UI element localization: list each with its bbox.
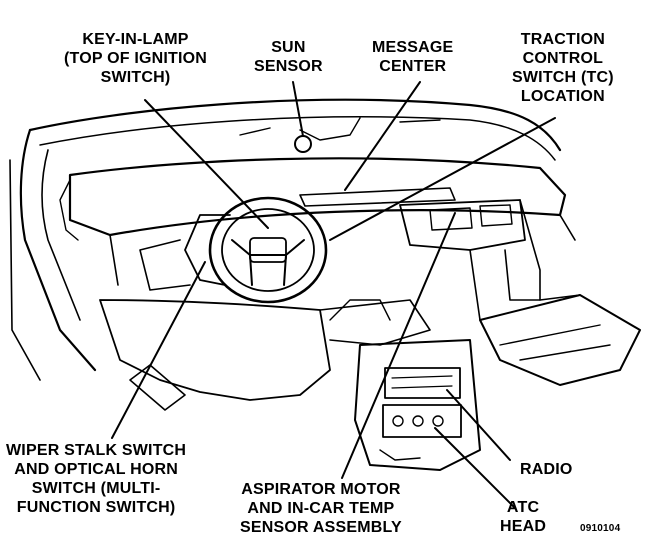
radio-label: RADIO (520, 461, 573, 478)
a-pillar (19, 128, 97, 372)
steering-wheel (208, 196, 328, 304)
aspirator-motor-label: ASPIRATOR MOTOR AND IN-CAR TEMP SENSOR A… (240, 481, 402, 536)
key-in-lamp-label: KEY-IN-LAMP (TOP OF IGNITION SWITCH) (64, 31, 208, 86)
atc-head-unit (382, 404, 462, 438)
center-console (354, 339, 481, 471)
figure-number: 0910104 (580, 523, 621, 534)
sun-sensor-label: SUN SENSOR (254, 39, 323, 75)
sun-sensor-marker (294, 135, 312, 153)
leader-lines (111, 81, 556, 509)
windshield-outline (28, 98, 562, 152)
atc-head-label: ATC HEAD (500, 499, 547, 535)
message-center-panel (299, 187, 456, 207)
lower-dash (99, 299, 331, 401)
message-center-label: MESSAGE CENTER (372, 39, 454, 75)
radio-unit (384, 367, 461, 399)
glove-box (479, 294, 641, 386)
traction-control-label: TRACTION CONTROL SWITCH (TC) LOCATION (512, 31, 614, 105)
center-stack (399, 199, 526, 251)
wiper-stalk-label: WIPER STALK SWITCH AND OPTICAL HORN SWIT… (6, 442, 187, 516)
